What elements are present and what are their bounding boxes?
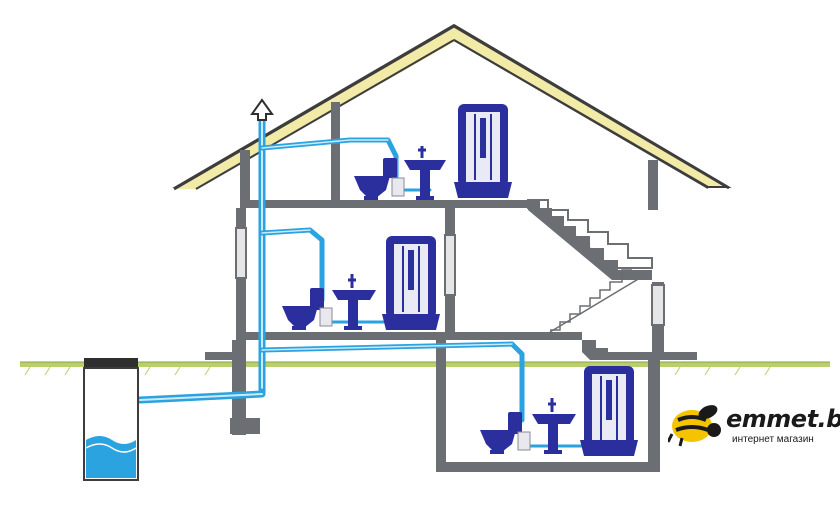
second-floor-bathroom [282,236,440,330]
shower-cabin-icon [580,366,638,456]
septic-tank-icon [83,358,139,481]
toilet-icon [354,158,397,200]
shower-cabin-icon [454,104,512,198]
roof [172,23,732,191]
vent-arrow-icon [250,98,274,121]
shower-cabin-icon [382,236,440,330]
bee-icon [668,405,721,447]
house-structure [205,102,697,472]
ground [20,361,830,376]
sink-icon [404,146,446,200]
sink-icon [532,398,576,454]
pump-icon [319,307,333,327]
logo-brand-text: emmet.by [726,405,840,433]
toilet-icon [480,412,522,454]
basement-bathroom [480,366,638,456]
pump-icon [391,177,405,197]
sink-icon [332,274,376,330]
emmet-logo: emmet.by интернет магазин [668,398,840,456]
toilet-icon [282,288,324,330]
pipes [136,114,602,448]
attic-bathroom [354,104,512,200]
logo-tagline: интернет магазин [732,434,814,445]
pump-icon [517,431,531,451]
